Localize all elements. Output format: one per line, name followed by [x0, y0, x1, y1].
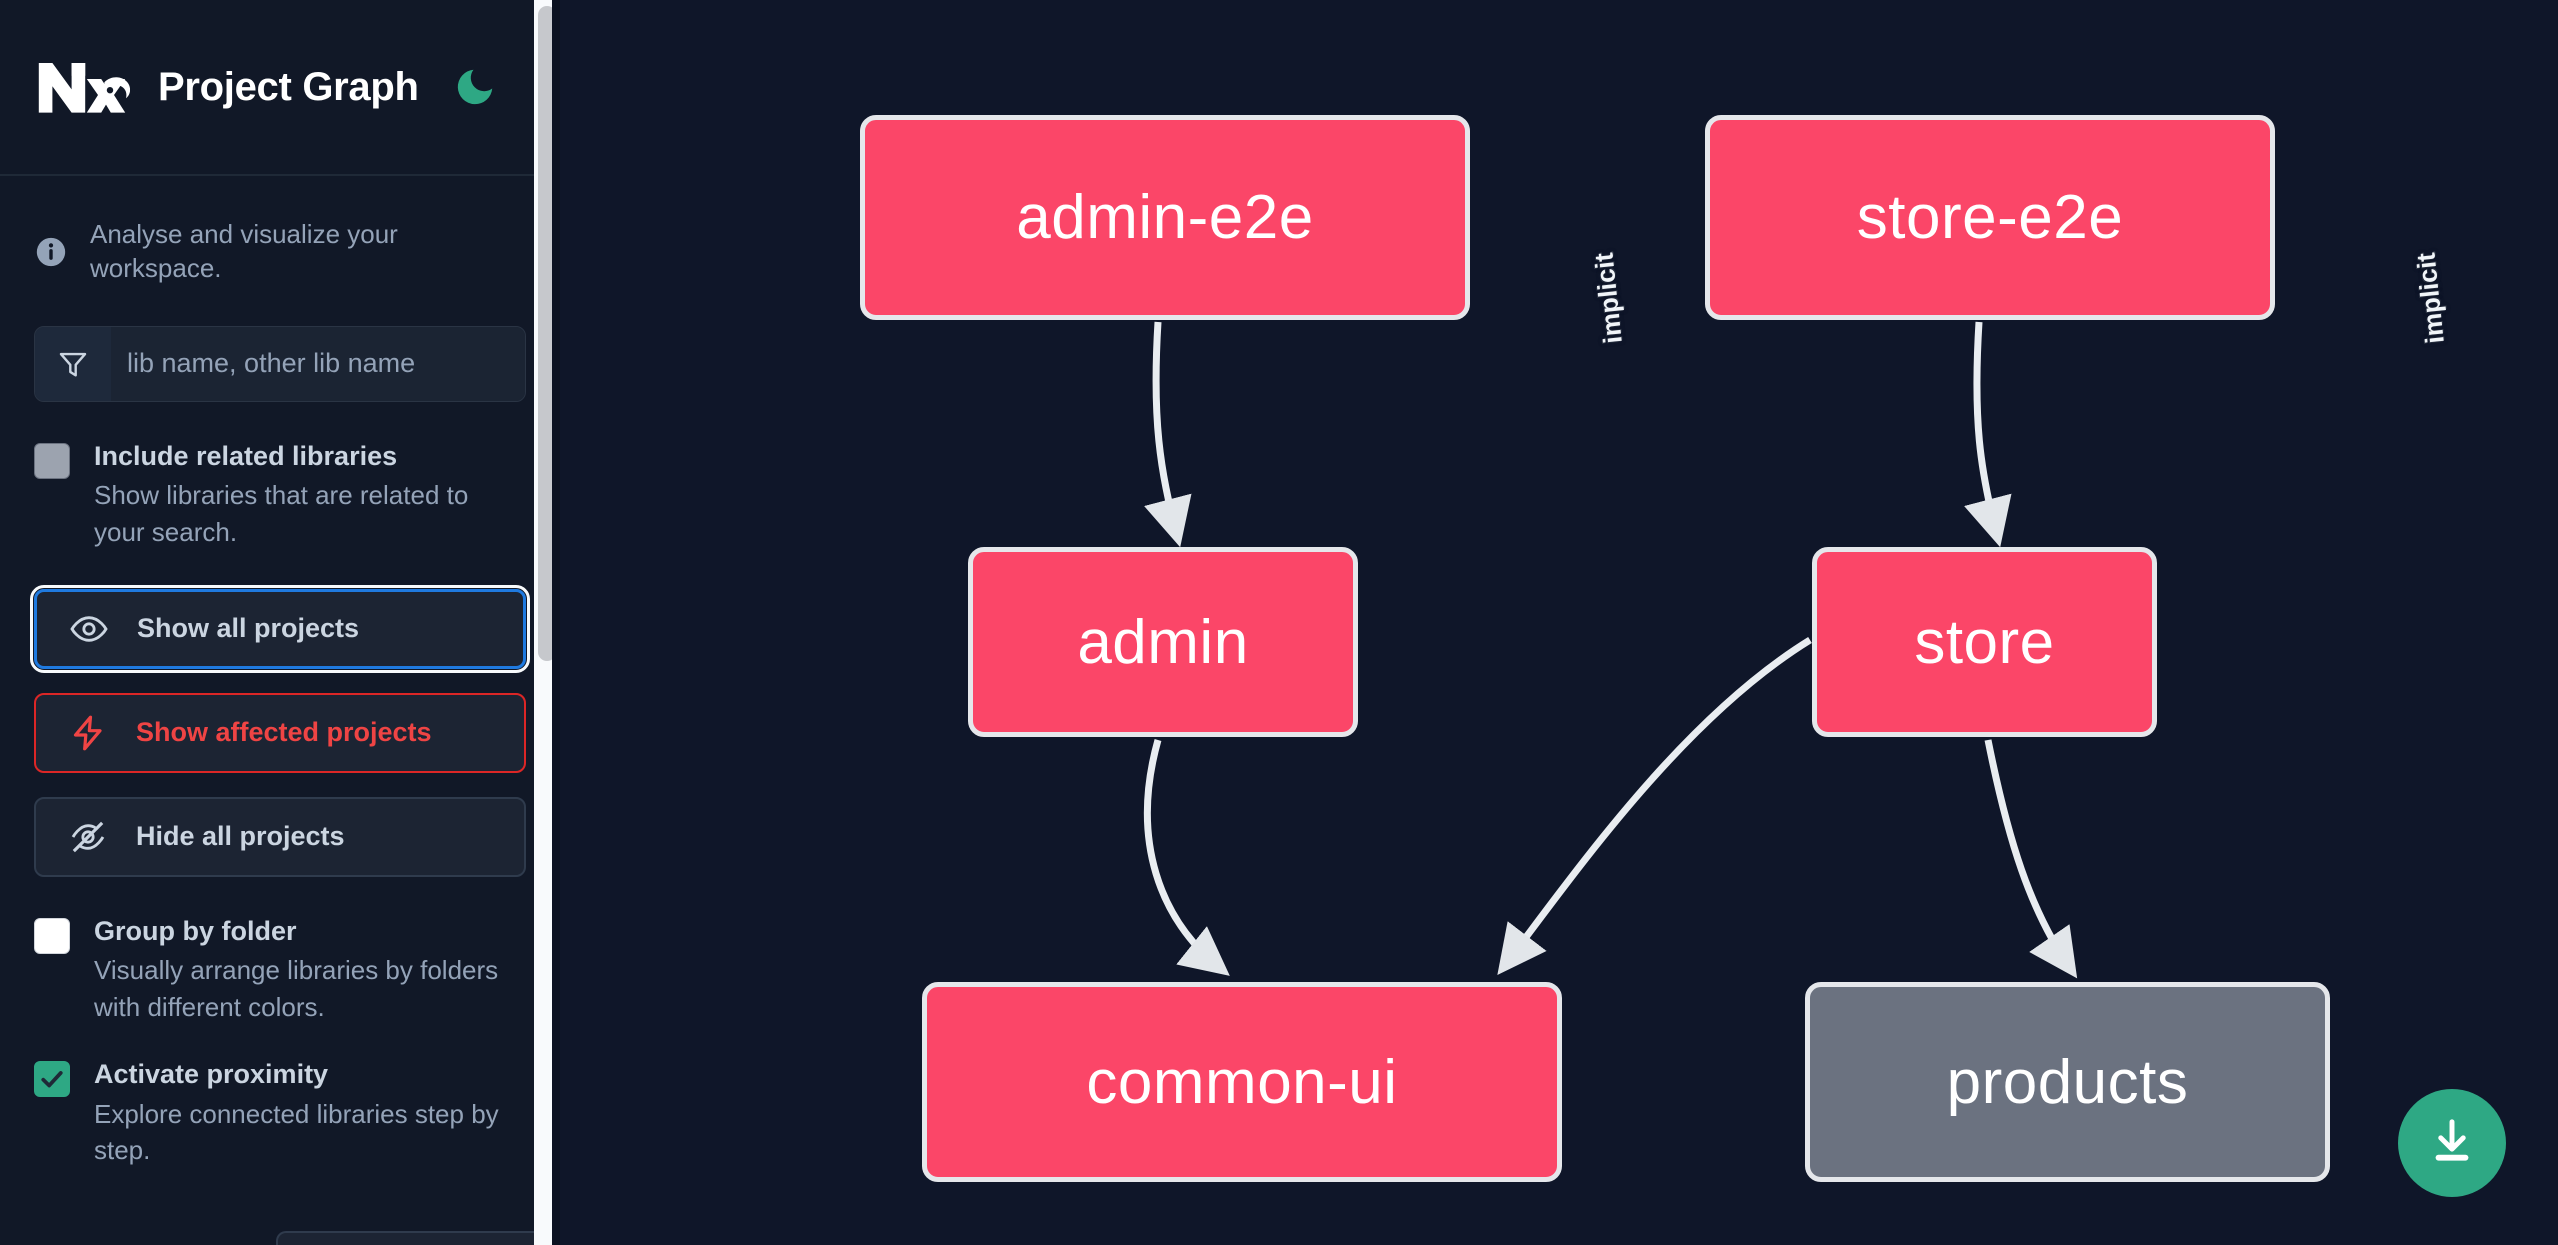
node-label: store-e2e — [1856, 183, 2124, 252]
download-graph-button[interactable] — [2398, 1089, 2506, 1197]
graph-node-common-ui[interactable]: common-ui — [922, 982, 1562, 1182]
graph-node-store-e2e[interactable]: store-e2e — [1705, 115, 2275, 320]
include-related-libraries-checkbox[interactable] — [34, 442, 70, 479]
option-include-related-libraries[interactable]: Include related libraries Show libraries… — [0, 402, 560, 551]
info-circle-icon — [34, 235, 68, 269]
node-label: products — [1946, 1047, 2189, 1117]
hide-all-projects-button[interactable]: Hide all projects — [34, 796, 526, 877]
graph-node-products[interactable]: products — [1805, 982, 2330, 1182]
graph-canvas[interactable]: admin-e2e store-e2e admin store common-u… — [560, 0, 2558, 1245]
workspace-info-text: Analyse and visualize your workspace. — [90, 219, 398, 283]
search-field[interactable] — [34, 325, 526, 402]
partially-visible-control[interactable] — [276, 1231, 560, 1245]
workspace-info: Analyse and visualize your workspace. — [0, 176, 560, 326]
sidebar-header: Project Graph — [0, 0, 560, 176]
show-all-projects-label: Show all projects — [137, 613, 360, 644]
page-title: Project Graph — [158, 64, 419, 109]
activate-proximity-label: Activate proximity — [94, 1059, 329, 1090]
edge-admin-e2e-to-admin — [1144, 321, 1192, 548]
download-icon — [2425, 1114, 2479, 1173]
visibility-button-group: Show all projects Show affected projects — [0, 551, 560, 877]
hide-all-projects-label: Hide all projects — [136, 821, 345, 852]
activate-proximity-checkbox[interactable] — [34, 1061, 70, 1098]
eye-icon — [67, 607, 111, 651]
node-label: store — [1914, 607, 2055, 677]
eye-off-icon — [66, 815, 110, 859]
include-related-libraries-description: Show libraries that are related to your … — [94, 480, 469, 547]
graph-edges — [1144, 321, 2078, 979]
edge-store-to-products — [1984, 739, 2078, 979]
group-by-folder-description: Visually arrange libraries by folders wi… — [94, 955, 499, 1023]
sidebar: Project Graph Analyse and visualize your… — [0, 0, 560, 1245]
edge-admin-to-common-ui — [1144, 739, 1230, 976]
show-affected-projects-label: Show affected projects — [136, 717, 432, 748]
sidebar-scrollbar-thumb[interactable] — [538, 6, 556, 661]
option-activate-proximity[interactable]: Activate proximity Explore connected lib… — [0, 1026, 560, 1169]
node-label: admin-e2e — [1016, 183, 1314, 252]
edge-store-e2e-to-store — [1964, 321, 2012, 548]
sidebar-right-edge — [552, 0, 560, 1245]
include-related-libraries-label: Include related libraries — [94, 440, 398, 471]
nx-logo-icon — [34, 53, 131, 121]
search-input[interactable] — [111, 326, 525, 401]
edge-store-to-common-ui — [1497, 637, 1812, 976]
graph-node-admin[interactable]: admin — [968, 547, 1358, 737]
show-all-projects-button[interactable]: Show all projects — [30, 584, 530, 673]
filter-funnel-icon — [35, 326, 111, 401]
show-affected-projects-button[interactable]: Show affected projects — [34, 692, 526, 773]
node-label: common-ui — [1086, 1047, 1398, 1117]
activate-proximity-description: Explore connected libraries step by step… — [94, 1098, 499, 1166]
option-group-by-folder[interactable]: Group by folder Visually arrange librari… — [0, 877, 560, 1026]
node-label: admin — [1077, 607, 1249, 677]
graph-node-store[interactable]: store — [1812, 547, 2157, 737]
graph-node-admin-e2e[interactable]: admin-e2e — [860, 115, 1470, 320]
group-by-folder-checkbox[interactable] — [34, 917, 70, 954]
group-by-folder-label: Group by folder — [94, 915, 297, 946]
lightning-icon — [66, 711, 110, 755]
moon-icon[interactable] — [449, 61, 501, 113]
